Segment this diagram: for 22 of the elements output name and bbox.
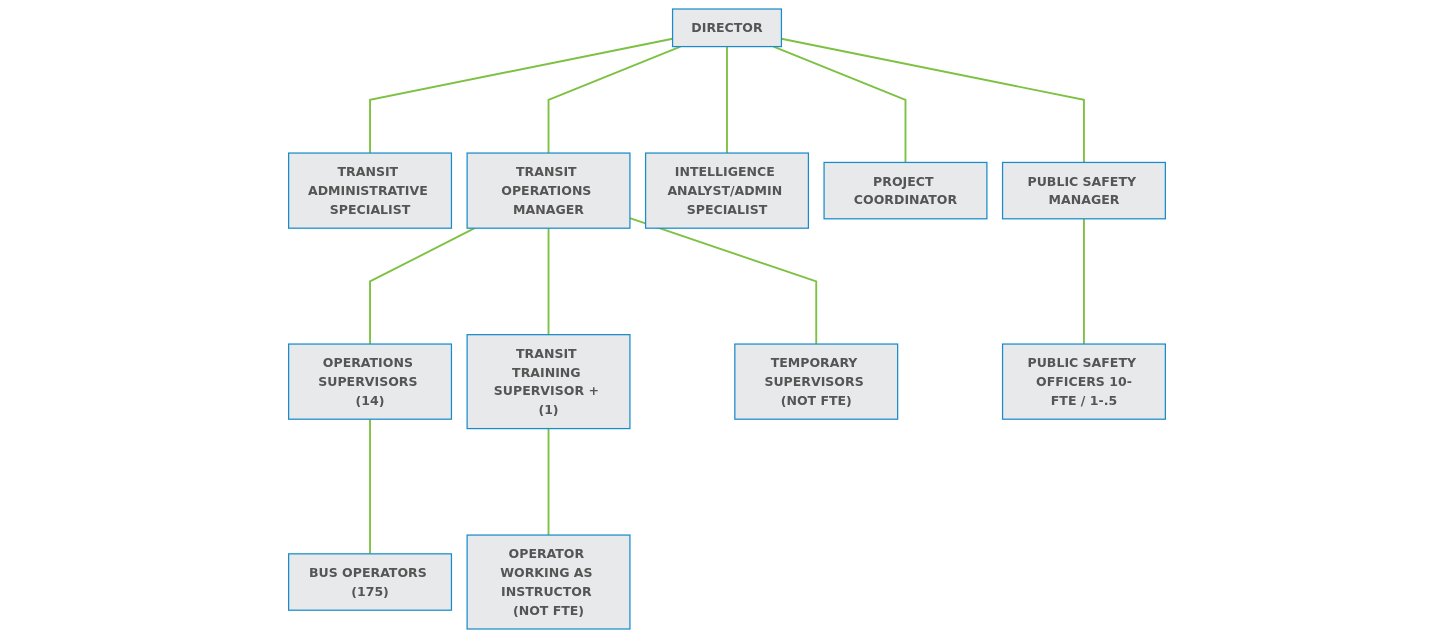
- node-box: INTELLIGENCE ANALYST/ADMIN SPECIALIST: [644, 152, 809, 229]
- node-box: BUS OPERATORS (175): [287, 553, 452, 611]
- connector: [368, 418, 371, 555]
- node-box: TRANSIT TRAINING SUPERVISOR + (1): [466, 334, 631, 430]
- connector: [368, 227, 476, 345]
- node-box: TRANSIT OPERATIONS MANAGER: [466, 152, 631, 229]
- connector: [1082, 217, 1085, 345]
- node-box: OPERATIONS SUPERVISORS (14): [287, 343, 452, 420]
- node-box: DIRECTOR: [671, 8, 782, 48]
- connector: [780, 37, 1085, 164]
- node-box: TRANSIT ADMINISTRATIVE SPECIALIST: [287, 152, 452, 229]
- connector: [725, 45, 728, 154]
- connector: [772, 45, 906, 164]
- connector: [547, 427, 549, 536]
- node-box: TEMPORARY SUPERVISORS (NOT FTE): [733, 343, 898, 420]
- connector: [547, 45, 681, 154]
- connector: [547, 227, 549, 336]
- node-box: OPERATOR WORKING AS INSTRUCTOR (NOT FTE): [466, 534, 631, 630]
- node-box: PROJECT COORDINATOR: [822, 161, 987, 220]
- connector: [368, 37, 673, 154]
- node-box: PUBLIC SAFETY MANAGER: [1001, 161, 1166, 220]
- node-box: PUBLIC SAFETY OFFICERS 10-FTE / 1-.5: [1001, 343, 1166, 420]
